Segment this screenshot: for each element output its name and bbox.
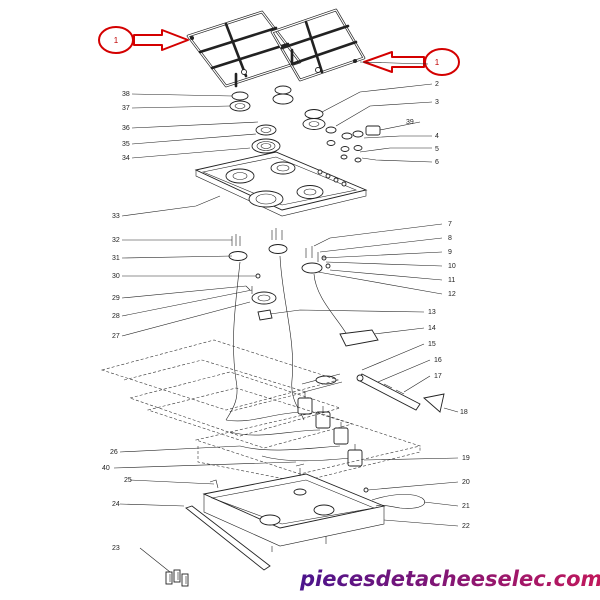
callout-21: 21 — [462, 503, 470, 510]
callout-26: 26 — [110, 449, 118, 456]
callout-40: 40 — [102, 465, 110, 472]
callout-10: 10 — [448, 263, 456, 270]
callout-3: 3 — [435, 99, 439, 106]
callout-11: 11 — [448, 277, 455, 284]
callout-2: 2 — [435, 81, 439, 88]
leader-lines — [113, 61, 459, 573]
gas-valves — [297, 373, 445, 467]
exploded-outline — [100, 339, 422, 483]
burner-bases — [228, 228, 331, 321]
callout-35: 35 — [122, 141, 130, 148]
callout-33: 33 — [112, 213, 120, 220]
callout-39: 39 — [406, 119, 414, 126]
callout-16: 16 — [434, 357, 442, 364]
highlight-left: 1 — [98, 26, 189, 54]
wiring-and-pipes — [225, 255, 379, 462]
callout-31: 31 — [112, 255, 120, 262]
control-knobs — [325, 125, 381, 163]
callout-36: 36 — [122, 125, 130, 132]
callout-17: 17 — [434, 373, 442, 380]
callout-19: 19 — [462, 455, 470, 462]
callout-23: 23 — [112, 545, 120, 552]
feet-set — [165, 569, 189, 587]
callout-7: 7 — [448, 221, 452, 228]
hob-top-plate — [194, 151, 368, 217]
callout-27: 27 — [112, 333, 120, 340]
callout-24: 24 — [112, 501, 120, 508]
callout-4: 4 — [435, 133, 439, 140]
callout-29: 29 — [112, 295, 120, 302]
callout-12: 12 — [448, 291, 456, 298]
highlight-label: 1 — [114, 36, 119, 45]
callout-37: 37 — [122, 105, 130, 112]
highlight-right: 1 — [363, 48, 460, 76]
callout-labels: 2 3 4 5 6 39 7 8 9 10 11 12 13 14 15 16 … — [102, 81, 470, 552]
callout-15: 15 — [428, 341, 436, 348]
callout-32: 32 — [112, 237, 120, 244]
callout-5: 5 — [435, 146, 439, 153]
callout-18: 18 — [460, 409, 468, 416]
highlight-label: 1 — [435, 58, 440, 67]
watermark-text: piecesdetacheeselec.com — [299, 567, 600, 591]
burner-caps — [229, 85, 326, 154]
callout-28: 28 — [112, 313, 120, 320]
callout-34: 34 — [122, 155, 130, 162]
callout-30: 30 — [112, 273, 120, 280]
callout-6: 6 — [435, 159, 439, 166]
grate-foot — [190, 36, 194, 40]
grate-foot — [241, 69, 247, 75]
pan-support-grate-right — [270, 8, 366, 82]
callout-13: 13 — [428, 309, 436, 316]
grate-foot — [353, 59, 357, 63]
grate-foot — [315, 67, 321, 73]
callout-38: 38 — [122, 91, 130, 98]
callout-20: 20 — [462, 479, 470, 486]
callout-14: 14 — [428, 325, 436, 332]
callout-25: 25 — [124, 477, 132, 484]
bottom-tray — [185, 463, 386, 571]
callout-8: 8 — [448, 235, 452, 242]
callout-22: 22 — [462, 523, 470, 530]
callout-9: 9 — [448, 249, 452, 256]
